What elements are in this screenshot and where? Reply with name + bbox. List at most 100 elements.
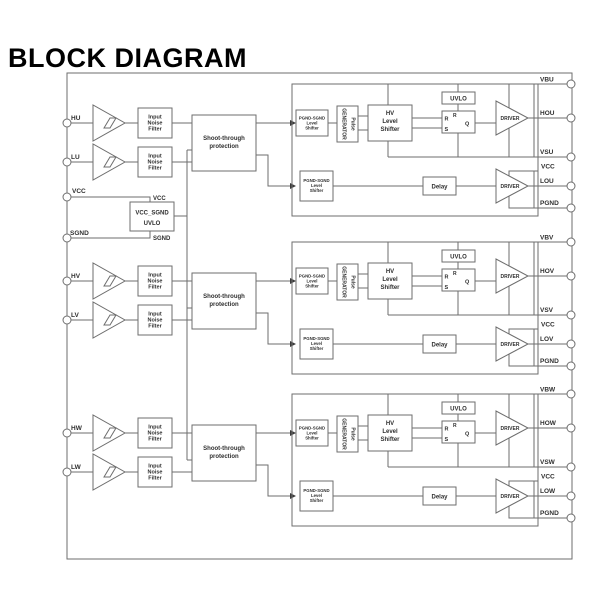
vcc-pin-circle bbox=[62, 192, 72, 202]
label: Shifter bbox=[305, 284, 319, 289]
label: Delay bbox=[431, 343, 448, 349]
label: Noise bbox=[148, 121, 163, 127]
label: Pulse bbox=[350, 275, 356, 289]
wire-low-path bbox=[256, 464, 290, 497]
label: DRIVER bbox=[501, 494, 520, 500]
label: protection bbox=[209, 302, 239, 308]
label: Noise bbox=[148, 470, 163, 476]
label: DRIVER bbox=[501, 274, 520, 280]
label: DRIVER bbox=[501, 184, 520, 190]
label: GENERATOR bbox=[341, 266, 347, 298]
input-noise-filter-low bbox=[137, 146, 173, 178]
pgnd-pin-label: PGND bbox=[540, 358, 559, 365]
input-pin-circle-high bbox=[62, 428, 72, 438]
latch-r-top-label: R bbox=[453, 113, 457, 119]
label: Input bbox=[148, 425, 162, 431]
ho-pin-circle bbox=[566, 423, 576, 433]
pgnd-pin-label: PGND bbox=[540, 200, 559, 207]
ho-pin-circle bbox=[566, 113, 576, 123]
lo-pin-circle bbox=[566, 181, 576, 191]
lo-pin-label: LOW bbox=[540, 488, 556, 495]
label: Shifter bbox=[305, 436, 319, 441]
label: Shoot-through bbox=[203, 294, 245, 300]
input-pin-circle-low bbox=[62, 315, 72, 325]
label: Filter bbox=[148, 127, 162, 133]
page-title: BLOCK DIAGRAM bbox=[8, 43, 247, 73]
ho-pin-label: HOU bbox=[540, 110, 555, 117]
arrowhead-icon bbox=[290, 183, 296, 189]
vcc-rail-label: VCC bbox=[541, 474, 555, 481]
vs-pin-circle bbox=[566, 152, 576, 162]
vcc-sgnd-uvlo-label-line1: VCC_SGND bbox=[135, 211, 169, 217]
vb-pin-label: VBW bbox=[540, 387, 556, 394]
pgnd-pin-circle bbox=[566, 513, 576, 523]
vb-pin-circle bbox=[566, 79, 576, 89]
latch-s-label: S bbox=[445, 285, 449, 291]
label: Level bbox=[307, 279, 318, 284]
vs-pin-label: VSW bbox=[540, 459, 556, 466]
latch-r-label: R bbox=[445, 275, 449, 281]
label: DRIVER bbox=[501, 426, 520, 432]
label: protection bbox=[209, 144, 239, 150]
sgnd-pin-label: SGND bbox=[70, 230, 89, 237]
pulse-generator-block bbox=[336, 105, 359, 143]
label: UVLO bbox=[450, 97, 467, 103]
label: Shifter bbox=[305, 126, 319, 131]
vcc-rail-label: VCC bbox=[541, 164, 555, 171]
label: Shifter bbox=[310, 346, 324, 351]
label: Filter bbox=[148, 476, 162, 482]
label: Filter bbox=[148, 324, 162, 330]
schmitt-trigger-low bbox=[92, 301, 127, 339]
ho-pin-circle bbox=[566, 271, 576, 281]
pgnd-pin-label: PGND bbox=[540, 510, 559, 517]
label: protection bbox=[209, 454, 239, 460]
latch-q-label: Q bbox=[465, 122, 470, 128]
latch-q-label: Q bbox=[465, 432, 470, 438]
label: Level bbox=[382, 277, 398, 283]
label: Level bbox=[307, 431, 318, 436]
channel-u: HU LU Input Noise Filter Input Noise Fil… bbox=[62, 77, 576, 217]
input-noise-filter-high bbox=[137, 107, 173, 139]
input-pin-label-high: HV bbox=[71, 273, 81, 280]
pgnd-sgnd-level-shifter-high bbox=[295, 267, 329, 295]
vcc-sgnd-uvlo-label-line2: UVLO bbox=[144, 221, 161, 227]
label: PGND-SGND bbox=[299, 116, 325, 121]
channel-box bbox=[291, 241, 539, 375]
label: Noise bbox=[148, 318, 163, 324]
label: DRIVER bbox=[501, 116, 520, 122]
label: Shoot-through bbox=[203, 446, 245, 452]
arrowhead-icon bbox=[290, 430, 296, 436]
label: Level bbox=[311, 341, 322, 346]
input-noise-filter-low bbox=[137, 456, 173, 488]
driver-triangle-high bbox=[495, 258, 530, 294]
vs-pin-label: VSV bbox=[540, 307, 554, 314]
sgnd-rail-tap-label: SGND bbox=[153, 236, 171, 242]
label: GENERATOR bbox=[341, 108, 347, 140]
label: Noise bbox=[148, 431, 163, 437]
label: Filter bbox=[148, 166, 162, 172]
label: HV bbox=[386, 421, 394, 427]
hysteresis-icon bbox=[103, 466, 117, 478]
hysteresis-icon bbox=[103, 117, 117, 129]
latch-s-label: S bbox=[445, 127, 449, 133]
channel-box bbox=[291, 393, 539, 527]
supply-section: VCC SGND VCC_SGND UVLO VCC SGND bbox=[62, 150, 188, 460]
label: Input bbox=[148, 115, 162, 121]
input-pin-circle-low bbox=[62, 467, 72, 477]
latch-s-label: S bbox=[445, 437, 449, 443]
label: Input bbox=[148, 464, 162, 470]
label: PGND-SGND bbox=[299, 274, 325, 279]
arrowhead-icon bbox=[290, 341, 296, 347]
hysteresis-icon bbox=[103, 156, 117, 168]
label: Level bbox=[382, 429, 398, 435]
lo-pin-circle bbox=[566, 339, 576, 349]
vcc-wire bbox=[71, 196, 151, 202]
input-pin-circle-low bbox=[62, 157, 72, 167]
lo-pin-circle bbox=[566, 491, 576, 501]
pgnd-sgnd-level-shifter-low bbox=[299, 480, 334, 512]
ho-pin-label: HOW bbox=[540, 420, 557, 427]
label: Level bbox=[311, 183, 322, 188]
label: Pulse bbox=[350, 427, 356, 441]
vcc-pin-label: VCC bbox=[72, 188, 86, 195]
